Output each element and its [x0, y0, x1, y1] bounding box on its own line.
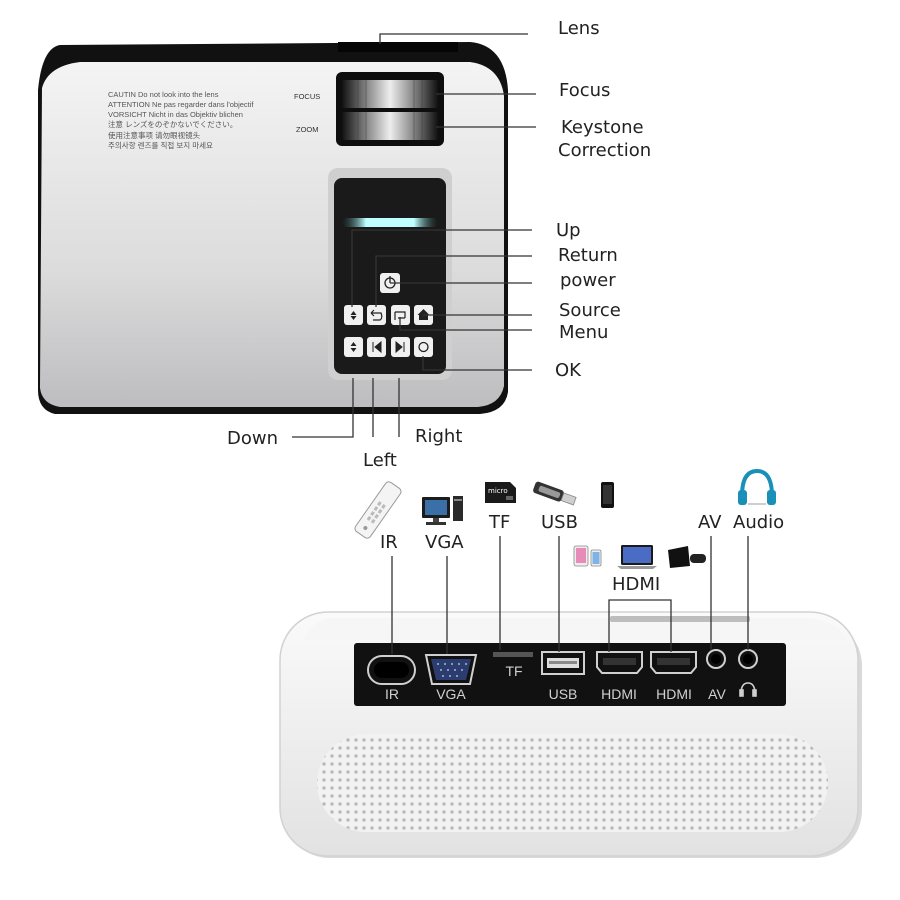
keystone-ring[interactable] [342, 112, 438, 140]
zoom-mark: ZOOM [296, 125, 319, 134]
computer-icon [422, 496, 463, 525]
port-header-vga: VGA [425, 532, 464, 553]
ir-receiver [367, 655, 416, 685]
left-button[interactable] [367, 337, 386, 357]
ok-icon [418, 341, 429, 353]
label-menu: Menu [559, 322, 609, 343]
panel-label-vga: VGA [436, 686, 466, 702]
menu-button[interactable] [391, 305, 410, 325]
panel-label-av: AV [708, 686, 726, 702]
panel-label-hdmi-2: HDMI [656, 686, 692, 702]
label-ok: OK [555, 360, 581, 381]
rear-top-ridge [304, 618, 846, 640]
menu-icon [394, 311, 406, 320]
usb-drive-icon [533, 481, 577, 506]
focus-mark: FOCUS [294, 92, 320, 101]
lens-slot [338, 42, 458, 52]
port-header-audio: Audio [733, 512, 785, 533]
leader-lines-rear [391, 536, 749, 654]
port-header-tf: TF [489, 512, 511, 533]
headphone-mark-icon [739, 682, 757, 697]
label-source: Source [559, 300, 621, 321]
up-arrow-icon [350, 311, 357, 320]
phone-icon [601, 482, 614, 508]
label-right: Right [415, 426, 463, 447]
panel-label-hdmi-1: HDMI [601, 686, 637, 702]
svg-text:micro: micro [488, 487, 508, 495]
port-header-hdmi: HDMI [612, 574, 661, 595]
right-icon [395, 340, 405, 354]
projector-top-view: CAUTIN Do not look into the lens ATTENTI… [38, 42, 508, 414]
speaker-grille [317, 734, 828, 832]
hdmi-port-1[interactable] [596, 651, 643, 674]
panel-glow-bar [342, 218, 438, 227]
game-console-icon [668, 546, 706, 568]
port-header-ir: IR [380, 532, 398, 553]
down-button[interactable] [344, 337, 363, 357]
panel-label-tf: TF [505, 663, 522, 679]
port-header-av: AV [698, 512, 722, 533]
panel-label-ir: IR [385, 686, 399, 702]
return-button[interactable] [367, 305, 386, 325]
laptop-icon [617, 545, 657, 569]
label-keystone: Keystone [561, 117, 644, 138]
focus-ring[interactable] [342, 80, 438, 108]
label-return: Return [558, 245, 618, 266]
label-focus: Focus [559, 80, 611, 101]
remote-icon [354, 481, 402, 539]
right-button[interactable] [391, 337, 410, 357]
panel-label-usb: USB [549, 686, 578, 702]
label-correction: Correction [558, 140, 652, 161]
label-up: Up [556, 220, 581, 241]
projector-rear-view: IR VGA TF USB HDMI HDMI AV [279, 611, 862, 858]
up-button[interactable] [344, 305, 363, 325]
vga-port[interactable] [424, 654, 478, 685]
tf-card-slot[interactable] [493, 652, 533, 657]
left-icon [372, 340, 382, 354]
ok-button[interactable] [414, 337, 433, 357]
leader-lines-top [292, 33, 536, 438]
label-power: power [560, 270, 616, 291]
av-jack[interactable] [706, 649, 726, 669]
tablet-phone-icon [573, 545, 602, 567]
microsd-icon: micro [485, 482, 516, 503]
usb-port[interactable] [541, 651, 585, 675]
down-arrow-icon [350, 342, 357, 352]
label-down: Down [227, 428, 279, 449]
label-lens: Lens [558, 18, 600, 39]
label-left: Left [363, 450, 397, 471]
top-vent-slot [610, 616, 750, 622]
headphones-icon [738, 468, 776, 505]
port-header-usb: USB [541, 512, 578, 533]
projector-warning-text: CAUTIN Do not look into the lens ATTENTI… [108, 90, 256, 150]
hdmi-port-2[interactable] [650, 651, 697, 674]
return-icon [370, 309, 383, 321]
